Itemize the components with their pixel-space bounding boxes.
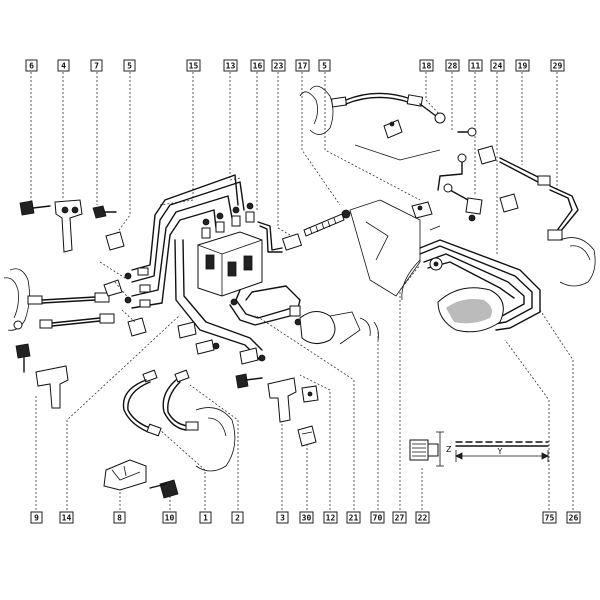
svg-text:24: 24 <box>493 62 503 71</box>
callout-18: 18 <box>419 59 434 72</box>
svg-text:18: 18 <box>422 62 432 71</box>
callout-24: 24 <box>490 59 505 72</box>
right-top-hose <box>299 85 446 161</box>
svg-text:1: 1 <box>203 514 208 523</box>
svg-text:4: 4 <box>61 62 66 71</box>
svg-text:26: 26 <box>569 514 579 523</box>
hose-fitting-left-upper <box>27 295 43 305</box>
assembly-guides-left <box>99 261 136 323</box>
pipe-union-16-23-17 <box>257 209 351 253</box>
callout-26: 26 <box>566 511 581 524</box>
callout-4: 4 <box>57 59 70 72</box>
right-hose-19-29 <box>437 127 596 287</box>
callout-7: 7 <box>90 59 103 72</box>
callout-13: 13 <box>223 59 238 72</box>
callout-21: 21 <box>346 511 361 524</box>
svg-text:10: 10 <box>165 514 175 523</box>
svg-text:17: 17 <box>298 62 308 71</box>
callout-15: 15 <box>186 59 201 72</box>
svg-text:75: 75 <box>545 514 555 523</box>
callout-14: 14 <box>59 511 74 524</box>
callout-1: 1 <box>199 511 212 524</box>
callout-28: 28 <box>445 59 460 72</box>
callout-27: 27 <box>392 511 407 524</box>
callout-2: 2 <box>231 511 244 524</box>
svg-text:21: 21 <box>349 514 359 523</box>
svg-text:5: 5 <box>127 62 132 71</box>
threaded-pipe-17 <box>303 213 345 237</box>
svg-text:29: 29 <box>553 62 563 71</box>
leader-lines <box>30 72 574 510</box>
callout-9: 9 <box>30 511 43 524</box>
svg-text:27: 27 <box>395 514 405 523</box>
svg-text:12: 12 <box>326 514 336 523</box>
svg-text:70: 70 <box>373 514 383 523</box>
callout-19: 19 <box>515 59 530 72</box>
brackets-3-30-12 <box>235 347 319 447</box>
hose-clip-top <box>383 119 403 139</box>
svg-text:16: 16 <box>253 62 263 71</box>
callout-3: 3 <box>276 511 289 524</box>
bolt-head-icon <box>19 200 35 216</box>
svg-text:8: 8 <box>117 514 122 523</box>
callout-8: 8 <box>113 511 126 524</box>
callout-22: 22 <box>415 511 430 524</box>
lower-pipe-group <box>229 285 379 345</box>
pipe-union-23 <box>281 233 303 251</box>
callout-30: 30 <box>299 511 314 524</box>
svg-text:13: 13 <box>226 62 236 71</box>
clip-5-right <box>411 201 433 219</box>
callout-75: 75 <box>542 511 557 524</box>
hydraulic-control-block <box>197 202 263 306</box>
callout-23: 23 <box>271 59 286 72</box>
svg-text:2: 2 <box>235 514 240 523</box>
svg-text:14: 14 <box>62 514 72 523</box>
callout-row-bottom: 9 14 8 10 1 2 3 30 12 21 70 27 22 75 26 <box>30 511 581 524</box>
bolt-icon-10 <box>159 479 179 499</box>
clip-30 <box>297 425 317 447</box>
right-caliper-pipes <box>349 199 541 333</box>
svg-text:7: 7 <box>94 62 99 71</box>
svg-text:11: 11 <box>471 62 481 71</box>
bolt-icon-9 <box>15 343 31 359</box>
callout-5-mid: 5 <box>318 59 331 72</box>
callout-16: 16 <box>250 59 265 72</box>
callout-11: 11 <box>468 59 483 72</box>
mounting-bracket <box>54 199 83 253</box>
callout-70: 70 <box>370 511 385 524</box>
svg-text:15: 15 <box>189 62 199 71</box>
callout-17: 17 <box>295 59 310 72</box>
svg-text:22: 22 <box>418 514 428 523</box>
right-hose-11 <box>411 183 483 222</box>
clip-bracket <box>105 231 125 251</box>
svg-text:3: 3 <box>280 514 285 523</box>
callout-6: 6 <box>25 59 38 72</box>
hose-fitting-left-lower <box>39 319 53 329</box>
svg-text:5: 5 <box>322 62 327 71</box>
dimension-y-label: Y <box>497 447 503 456</box>
callout-10: 10 <box>162 511 177 524</box>
svg-text:9: 9 <box>34 514 39 523</box>
bolt-22-and-dimensions <box>409 431 549 467</box>
clip-8-bolt-10 <box>103 459 179 499</box>
lower-hoses-1-2 <box>122 321 236 472</box>
callout-12: 12 <box>323 511 338 524</box>
svg-text:28: 28 <box>448 62 458 71</box>
svg-text:6: 6 <box>29 62 34 71</box>
callout-row-top: 6 4 7 5 15 13 16 23 17 5 18 28 11 24 19 … <box>25 59 565 72</box>
nut-icon <box>92 205 107 219</box>
dimension-z-label: Z <box>446 445 452 454</box>
left-wheel-assembly <box>3 268 115 331</box>
svg-text:30: 30 <box>302 514 312 523</box>
bracket-and-bolts-left <box>19 199 147 337</box>
callout-5-left: 5 <box>123 59 136 72</box>
bracket-9 <box>15 343 69 409</box>
rear-caliper <box>299 311 336 344</box>
callout-29: 29 <box>550 59 565 72</box>
svg-text:19: 19 <box>518 62 528 71</box>
svg-text:23: 23 <box>274 62 284 71</box>
